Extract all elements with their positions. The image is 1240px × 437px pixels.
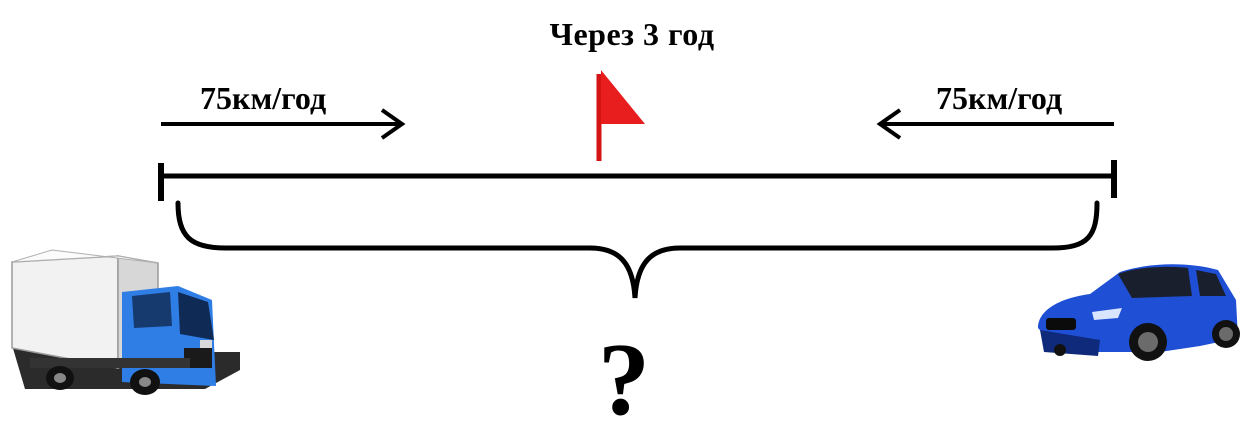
left-speed-label: 75км/год xyxy=(200,80,327,116)
car-icon xyxy=(1038,264,1240,361)
truck-icon xyxy=(11,249,240,395)
arrow-left-icon xyxy=(876,108,1114,140)
motion-diagram xyxy=(11,70,1240,395)
curly-brace xyxy=(175,200,1100,299)
question-mark: ? xyxy=(598,322,650,437)
time-label: Через 3 год xyxy=(549,16,715,52)
flag-icon xyxy=(596,70,645,161)
right-speed-label: 75км/год xyxy=(936,80,1063,116)
arrow-right-icon xyxy=(161,108,406,140)
distance-segment xyxy=(158,160,1117,201)
